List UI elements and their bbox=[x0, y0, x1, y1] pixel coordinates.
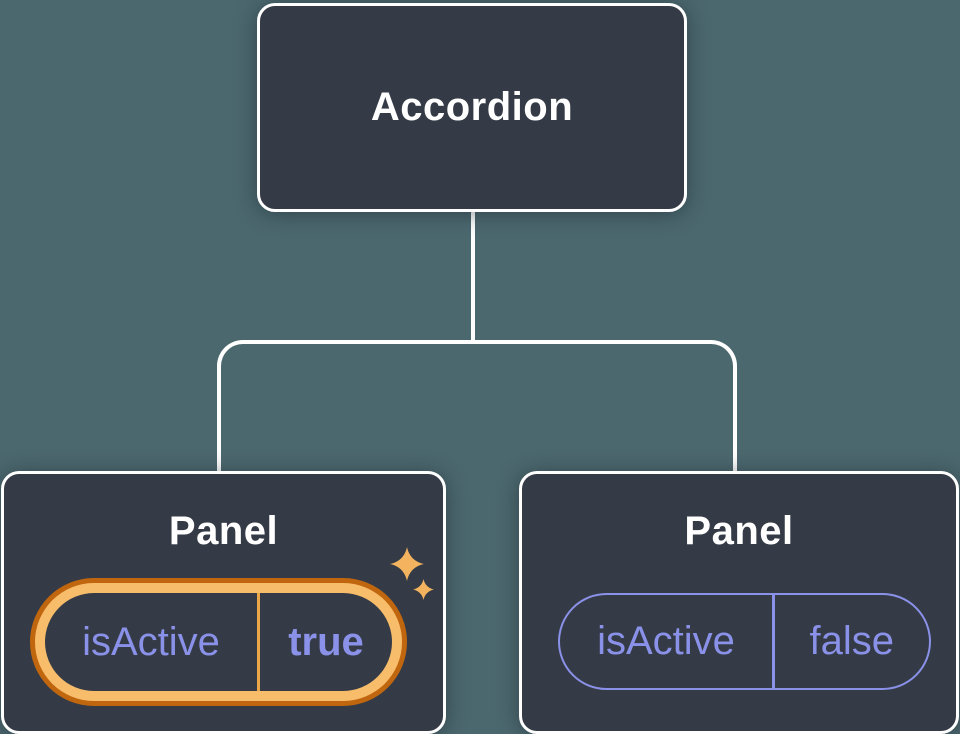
state-pill-highlight-ring: isActive true bbox=[30, 578, 407, 706]
sparkle-icon bbox=[413, 579, 434, 600]
pill-divider bbox=[772, 595, 775, 688]
sparkle-icon bbox=[390, 547, 424, 581]
connector-root-stem bbox=[471, 211, 475, 344]
state-key-label: isActive bbox=[82, 619, 220, 664]
component-node-accordion: Accordion bbox=[257, 3, 687, 212]
connector-branch bbox=[217, 340, 737, 471]
accordion-node-label: Accordion bbox=[370, 85, 574, 129]
state-pill-highlight-inner-ring: isActive true bbox=[35, 583, 402, 701]
panel-node-label: Panel bbox=[168, 509, 279, 553]
state-value-label: true bbox=[288, 619, 364, 664]
state-pill-inactive: isActive false bbox=[558, 593, 931, 690]
component-node-panel-inactive: Panel isActive false bbox=[519, 471, 959, 734]
state-key-label: isActive bbox=[597, 619, 735, 663]
panel-node-label: Panel bbox=[684, 509, 794, 553]
state-value-label: false bbox=[809, 619, 895, 663]
pill-divider bbox=[257, 593, 260, 691]
component-node-panel-active: Panel isActive true bbox=[1, 471, 446, 734]
state-pill-active: isActive true bbox=[45, 593, 392, 691]
